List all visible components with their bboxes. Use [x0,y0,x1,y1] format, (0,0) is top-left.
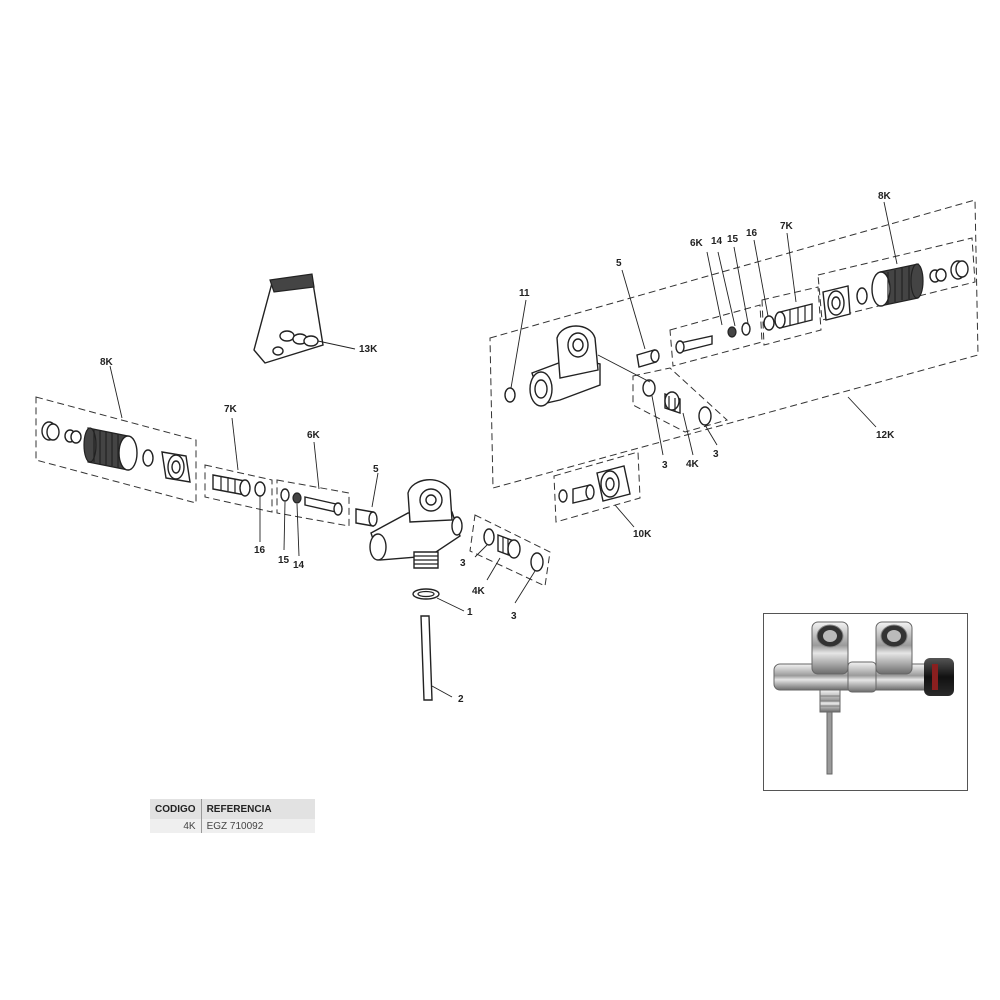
callout-6k-left: 6K [307,430,321,441]
o-ring-part-11 [504,387,516,403]
callout-12k: 12K [876,430,895,441]
callout-7k-right: 7K [780,221,794,232]
callout-6k-right: 6K [690,238,704,249]
valve-body-left [369,479,463,569]
cell-codigo: 4K [150,819,202,833]
o-ring-3-left-a [483,528,495,546]
part-code-table: CODIGO REFERENCIA 4K EGZ 710092 [150,799,315,833]
callout-3-right-b: 3 [713,449,719,460]
washer-part-1 [412,588,440,600]
cap-nut-part-10k [596,465,631,502]
o-ring-14-left [292,492,302,504]
handwheel-part-right [871,263,924,307]
callout-4k-right: 4K [686,459,700,470]
group-10k-outline [553,451,641,523]
group-7k-left-outline [204,464,273,513]
callout-3-left-b: 3 [511,611,517,622]
callout-15-right: 15 [727,234,739,245]
valve-body-right [529,325,601,407]
o-ring-14-right [727,326,737,338]
callout-10k: 10K [633,529,652,540]
callout-2: 2 [458,694,464,705]
callout-3-left-a: 3 [460,558,466,569]
outlet-4k-left [497,533,521,559]
washer-part-right [856,287,868,305]
cell-referencia: EGZ 710092 [201,819,315,833]
insert-5-left [355,508,378,527]
callout-15-left: 15 [278,555,290,566]
o-ring-kit-bag-13k [253,273,324,364]
spindle-part-right [774,303,813,329]
table-row: 4K EGZ 710092 [150,819,315,833]
insert-5-right [636,349,660,368]
product-photo-inset [763,613,968,791]
callout-5-right: 5 [616,258,622,269]
valve-seat-part-right [675,335,713,354]
product-photo-illustration [773,621,954,775]
knob-cap-part-right [929,260,969,283]
callout-7k-left: 7K [224,404,238,415]
group-12k-outline [489,199,979,489]
o-ring-3-right-b [698,406,712,426]
callout-16-right: 16 [746,228,758,239]
bonnet-nut-part-right [822,285,851,321]
o-ring-16-right [763,315,775,331]
bonnet-nut-part-left [161,451,191,483]
outlet-4k-right [664,391,681,414]
group-8k-right-outline [817,237,976,321]
callout-5-left: 5 [373,464,379,475]
callout-13k: 13K [359,344,378,355]
o-ring-15-right [741,322,751,336]
washer-part-left [142,449,154,467]
group-7k-right-outline [761,286,822,346]
group-6k-right-outline [669,304,763,367]
callout-4k-left: 4K [472,586,486,597]
callout-14-right: 14 [711,236,723,247]
callout-8k-right: 8K [878,191,892,202]
column-header-referencia: REFERENCIA [201,799,315,819]
callout-16-left: 16 [254,545,266,556]
group-6k-left-outline [276,479,350,527]
o-ring-10k [558,489,568,503]
callout-14-left: 14 [293,560,305,571]
callout-11: 11 [519,288,530,299]
handwheel-part-left [83,427,138,471]
dip-tube-part-2 [420,615,433,701]
group-4k-left-outline [469,514,551,587]
plug-part-10k [572,484,595,504]
callout-3-right-a: 3 [662,460,668,471]
callout-1: 1 [467,607,473,618]
callout-8k-left: 8K [100,357,114,368]
knob-cap-part-left [41,421,82,444]
valve-seat-part-left [304,496,343,516]
spindle-part-left [212,474,251,497]
column-header-codigo: CODIGO [150,799,202,819]
group-8k-left-outline [35,396,197,504]
table-header-row: CODIGO REFERENCIA [150,799,315,819]
o-ring-3-right-a [642,379,656,397]
o-ring-3-left-b [530,552,544,572]
o-ring-16-left [254,481,266,497]
o-ring-15-left [280,488,290,502]
